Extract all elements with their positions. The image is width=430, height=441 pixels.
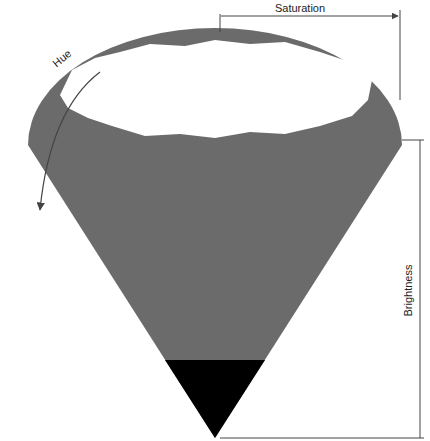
cone-body [28,28,402,438]
dimension-tick [400,10,401,100]
dimension-tick [220,14,221,32]
brightness-label: Brightness [403,264,414,316]
dimension-tick [402,140,424,141]
cone-tip [165,360,265,438]
hue-label: Hue [51,47,74,68]
dimension-tick [220,438,424,439]
dimension-line [420,140,421,438]
saturation-label: Saturation [275,3,325,14]
top-highlight [60,40,372,138]
hue-arrow [40,72,100,210]
dimension-arrow [221,16,398,17]
